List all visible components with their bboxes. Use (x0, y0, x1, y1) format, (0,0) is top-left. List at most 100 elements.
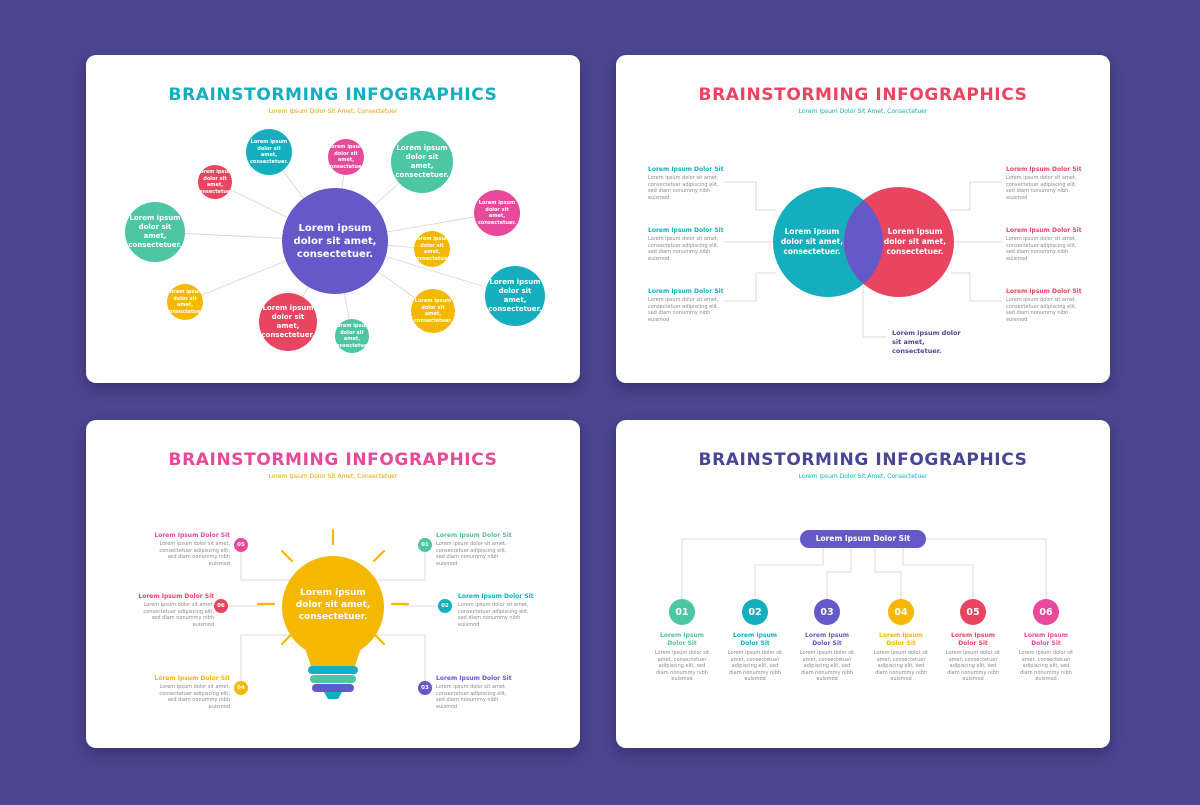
idea-bubble: Lorem ipsum dolor sit amet, consectetuer… (391, 131, 453, 193)
item-title: Lorem Ipsum Dolor Sit (458, 593, 534, 600)
right-label-title: Lorem Ipsum Dolor Sit (1006, 227, 1082, 234)
idea-bubble: Lorem ipsum dolor sit amet, consectetuer… (411, 289, 455, 333)
bulb-graphics (228, 528, 438, 699)
item-number-badge: 03 (418, 681, 432, 695)
idea-bubble: Lorem ipsum dolor sit amet, consectetuer… (259, 293, 317, 351)
connector-line (240, 634, 306, 683)
left-label-title: Lorem Ipsum Dolor Sit (648, 288, 724, 295)
step-number-badge: 04 (888, 599, 914, 625)
venn-graphics (724, 181, 1002, 338)
idea-bubble: Lorem ipsum dolor sit amet, consectetuer… (125, 202, 185, 262)
step-desc: Lorem ipsum dolor sit amet, consectetuer… (727, 650, 783, 682)
left-circle-text: Lorem ipsum dolor sit amet, consectetuer… (780, 227, 844, 256)
right-label-desc: Lorem ipsum dolor sit amet, consectetuer… (1006, 175, 1077, 201)
item-desc: Lorem ipsum dolor sit amet, consectetuer… (436, 541, 507, 567)
item-desc: Lorem ipsum dolor sit amet, consectetuer… (159, 684, 230, 710)
connector-line (826, 548, 852, 599)
idea-bubble: Lorem ipsum dolor sit amet, consectetuer… (327, 139, 365, 175)
step-title: Lorem Ipsum Dolor Sit (660, 632, 704, 647)
idea-bubble: Lorem ipsum dolor sit amet, consectetuer… (246, 129, 292, 175)
left-label-desc: Lorem ipsum dolor sit amet, consectetuer… (648, 297, 719, 323)
item-desc: Lorem ipsum dolor sit amet, consectetuer… (143, 602, 214, 628)
right-label-title: Lorem Ipsum Dolor Sit (1006, 166, 1082, 173)
item-title: Lorem Ipsum Dolor Sit (154, 675, 230, 682)
step-title: Lorem Ipsum Dolor Sit (879, 632, 923, 647)
step-desc: Lorem ipsum dolor sit amet, consectetuer… (799, 650, 855, 682)
connector-line (366, 545, 426, 581)
item-number-badge: 06 (214, 599, 228, 613)
connector-line (724, 181, 776, 211)
root-label: Lorem Ipsum Dolor Sit (800, 530, 926, 548)
bulb-neck (303, 642, 363, 666)
item-number-badge: 02 (438, 599, 452, 613)
center-bubble: Lorem ipsum dolor sit amet, consectetuer… (282, 188, 388, 294)
connector-line (681, 538, 800, 599)
steps-tree-card: BRAINSTORMING INFOGRAPHICS Lorem Ipsum D… (616, 420, 1110, 748)
connector-line (874, 548, 902, 599)
card-title: BRAINSTORMING INFOGRAPHICS (168, 85, 498, 105)
step-title: Lorem Ipsum Dolor Sit (733, 632, 777, 647)
right-label-desc: Lorem ipsum dolor sit amet, consectetuer… (1006, 297, 1077, 323)
venn-diagram-card: BRAINSTORMING INFOGRAPHICS Lorem Ipsum D… (616, 55, 1110, 383)
step-number-badge: 03 (814, 599, 840, 625)
step-title: Lorem Ipsum Dolor Sit (1024, 632, 1068, 647)
right-label-desc: Lorem ipsum dolor sit amet, consectetuer… (1006, 236, 1077, 262)
card-subtitle: Lorem Ipsum Dolor Sit Amet, Consectetuer (268, 108, 398, 115)
step-desc: Lorem ipsum dolor sit amet, consectetuer… (873, 650, 929, 682)
item-title: Lorem Ipsum Dolor Sit (436, 675, 512, 682)
step-desc: Lorem ipsum dolor sit amet, consectetuer… (654, 650, 710, 682)
center-bubble-text: Lorem ipsum dolor sit amet, consectetuer… (293, 222, 377, 260)
item-desc: Lorem ipsum dolor sit amet, consectetuer… (436, 684, 507, 710)
idea-bubble: Lorem ipsum dolor sit amet, consectetuer… (413, 231, 451, 267)
step-title: Lorem Ipsum Dolor Sit (951, 632, 995, 647)
step-number-badge: 02 (742, 599, 768, 625)
card-title: BRAINSTORMING INFOGRAPHICS (168, 450, 498, 470)
idea-bubble: Lorem ipsum dolor sit amet, consectetuer… (166, 284, 204, 320)
step-desc: Lorem ipsum dolor sit amet, consectetuer… (1018, 650, 1074, 682)
item-title: Lorem Ipsum Dolor Sit (154, 532, 230, 539)
card-title: BRAINSTORMING INFOGRAPHICS (698, 85, 1028, 105)
left-label-title: Lorem Ipsum Dolor Sit (648, 227, 724, 234)
bubble-mindmap-card: BRAINSTORMING INFOGRAPHICS Lorem Ipsum D… (86, 55, 580, 383)
venn-overlap (844, 187, 883, 297)
step-number-badge: 05 (960, 599, 986, 625)
idea-bubble: Lorem ipsum dolor sit amet, consectetuer… (333, 319, 371, 353)
right-circle-text: Lorem ipsum dolor sit amet, consectetuer… (883, 227, 947, 256)
bulb-rays (256, 528, 410, 646)
root-label-text: Lorem Ipsum Dolor Sit (815, 534, 911, 544)
card-subtitle: Lorem Ipsum Dolor Sit Amet, Consectetuer (798, 108, 928, 115)
connector-line (754, 548, 824, 599)
item-title: Lorem Ipsum Dolor Sit (436, 532, 512, 539)
idea-bubble: Lorem ipsum dolor sit amet, consectetuer… (196, 165, 234, 199)
lightbulb-card: BRAINSTORMING INFOGRAPHICS Lorem Ipsum D… (86, 420, 580, 748)
connector-line (240, 545, 301, 581)
bulb-tip (324, 692, 342, 699)
card-subtitle: Lorem Ipsum Dolor Sit Amet, Consectetuer (268, 473, 398, 480)
item-number-badge: 01 (418, 538, 432, 552)
connector-line (724, 272, 776, 302)
step-desc: Lorem ipsum dolor sit amet, consectetuer… (945, 650, 1001, 682)
left-label-desc: Lorem ipsum dolor sit amet, consectetuer… (648, 236, 719, 262)
tree-connectors (681, 538, 1047, 599)
connector-line (361, 634, 426, 683)
item-number-badge: 05 (234, 538, 248, 552)
left-label-title: Lorem Ipsum Dolor Sit (648, 166, 724, 173)
left-label-desc: Lorem ipsum dolor sit amet, consectetuer… (648, 175, 719, 201)
connector-line (950, 181, 1002, 211)
bottom-note: Lorem ipsum dolor sit amet, consectetuer… (892, 329, 961, 355)
item-title: Lorem Ipsum Dolor Sit (138, 593, 214, 600)
bulb-glass (282, 556, 384, 658)
step-number-badge: 06 (1033, 599, 1059, 625)
item-desc: Lorem ipsum dolor sit amet, consectetuer… (458, 602, 529, 628)
step-number-badge: 01 (669, 599, 695, 625)
connector-line (950, 272, 1002, 302)
bulb-base-ring-1 (308, 666, 358, 674)
bulb-base-ring-2 (310, 675, 356, 683)
right-label-title: Lorem Ipsum Dolor Sit (1006, 288, 1082, 295)
bulb-base-ring-3 (312, 684, 354, 692)
connector-line (862, 285, 886, 338)
card-title: BRAINSTORMING INFOGRAPHICS (698, 450, 1028, 470)
connector-line (902, 548, 974, 599)
card-subtitle: Lorem Ipsum Dolor Sit Amet, Consectetuer (798, 473, 928, 480)
step-title: Lorem Ipsum Dolor Sit (805, 632, 849, 647)
